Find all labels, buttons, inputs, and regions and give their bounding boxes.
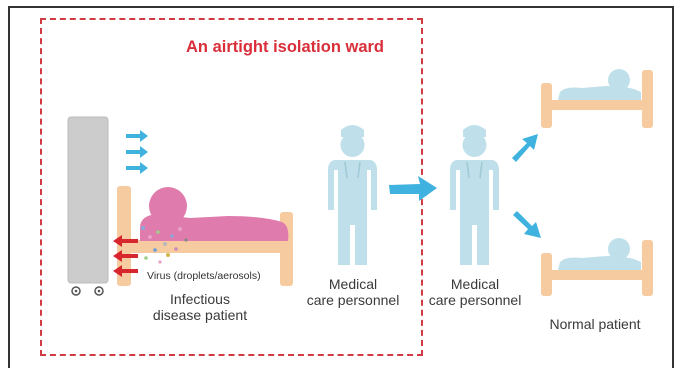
- ward-title: An airtight isolation ward: [186, 38, 385, 56]
- normal-patient-icon: [558, 69, 641, 100]
- hospital-bed-icon: [541, 240, 653, 296]
- personnel-outside-label-line1: Medical: [450, 276, 500, 292]
- arrow-icon: [513, 211, 541, 238]
- personnel-inside-label-line1: Medical: [328, 276, 378, 292]
- infected-patient-icon: [140, 187, 289, 241]
- doctor-icon: [450, 125, 499, 265]
- infected-patient-label-line1: Infectious: [170, 291, 230, 307]
- normal-patient-icon: [558, 238, 641, 270]
- contaminated-air-arrows-icon: [113, 235, 138, 277]
- virus-label: Virus (droplets/aerosols): [147, 270, 261, 282]
- virus-particles-icon: [141, 226, 188, 264]
- stethoscope-icon: [466, 161, 483, 179]
- hospital-bed-icon: [541, 70, 653, 128]
- doctor-icon: [328, 125, 377, 265]
- outer-frame: [8, 6, 674, 368]
- arrow-icon: [389, 176, 437, 201]
- personnel-outside-label-line2: care personnel: [428, 292, 522, 308]
- infected-patient-label-line2: disease patient: [152, 307, 248, 323]
- normal-patient-label: Normal patient: [549, 316, 641, 332]
- arrow-icon: [512, 134, 538, 162]
- personnel-inside-label-line2: care personnel: [306, 292, 400, 308]
- air-purifier-icon: [67, 116, 109, 296]
- stethoscope-icon: [344, 161, 361, 179]
- clean-air-arrows-icon: [126, 130, 148, 174]
